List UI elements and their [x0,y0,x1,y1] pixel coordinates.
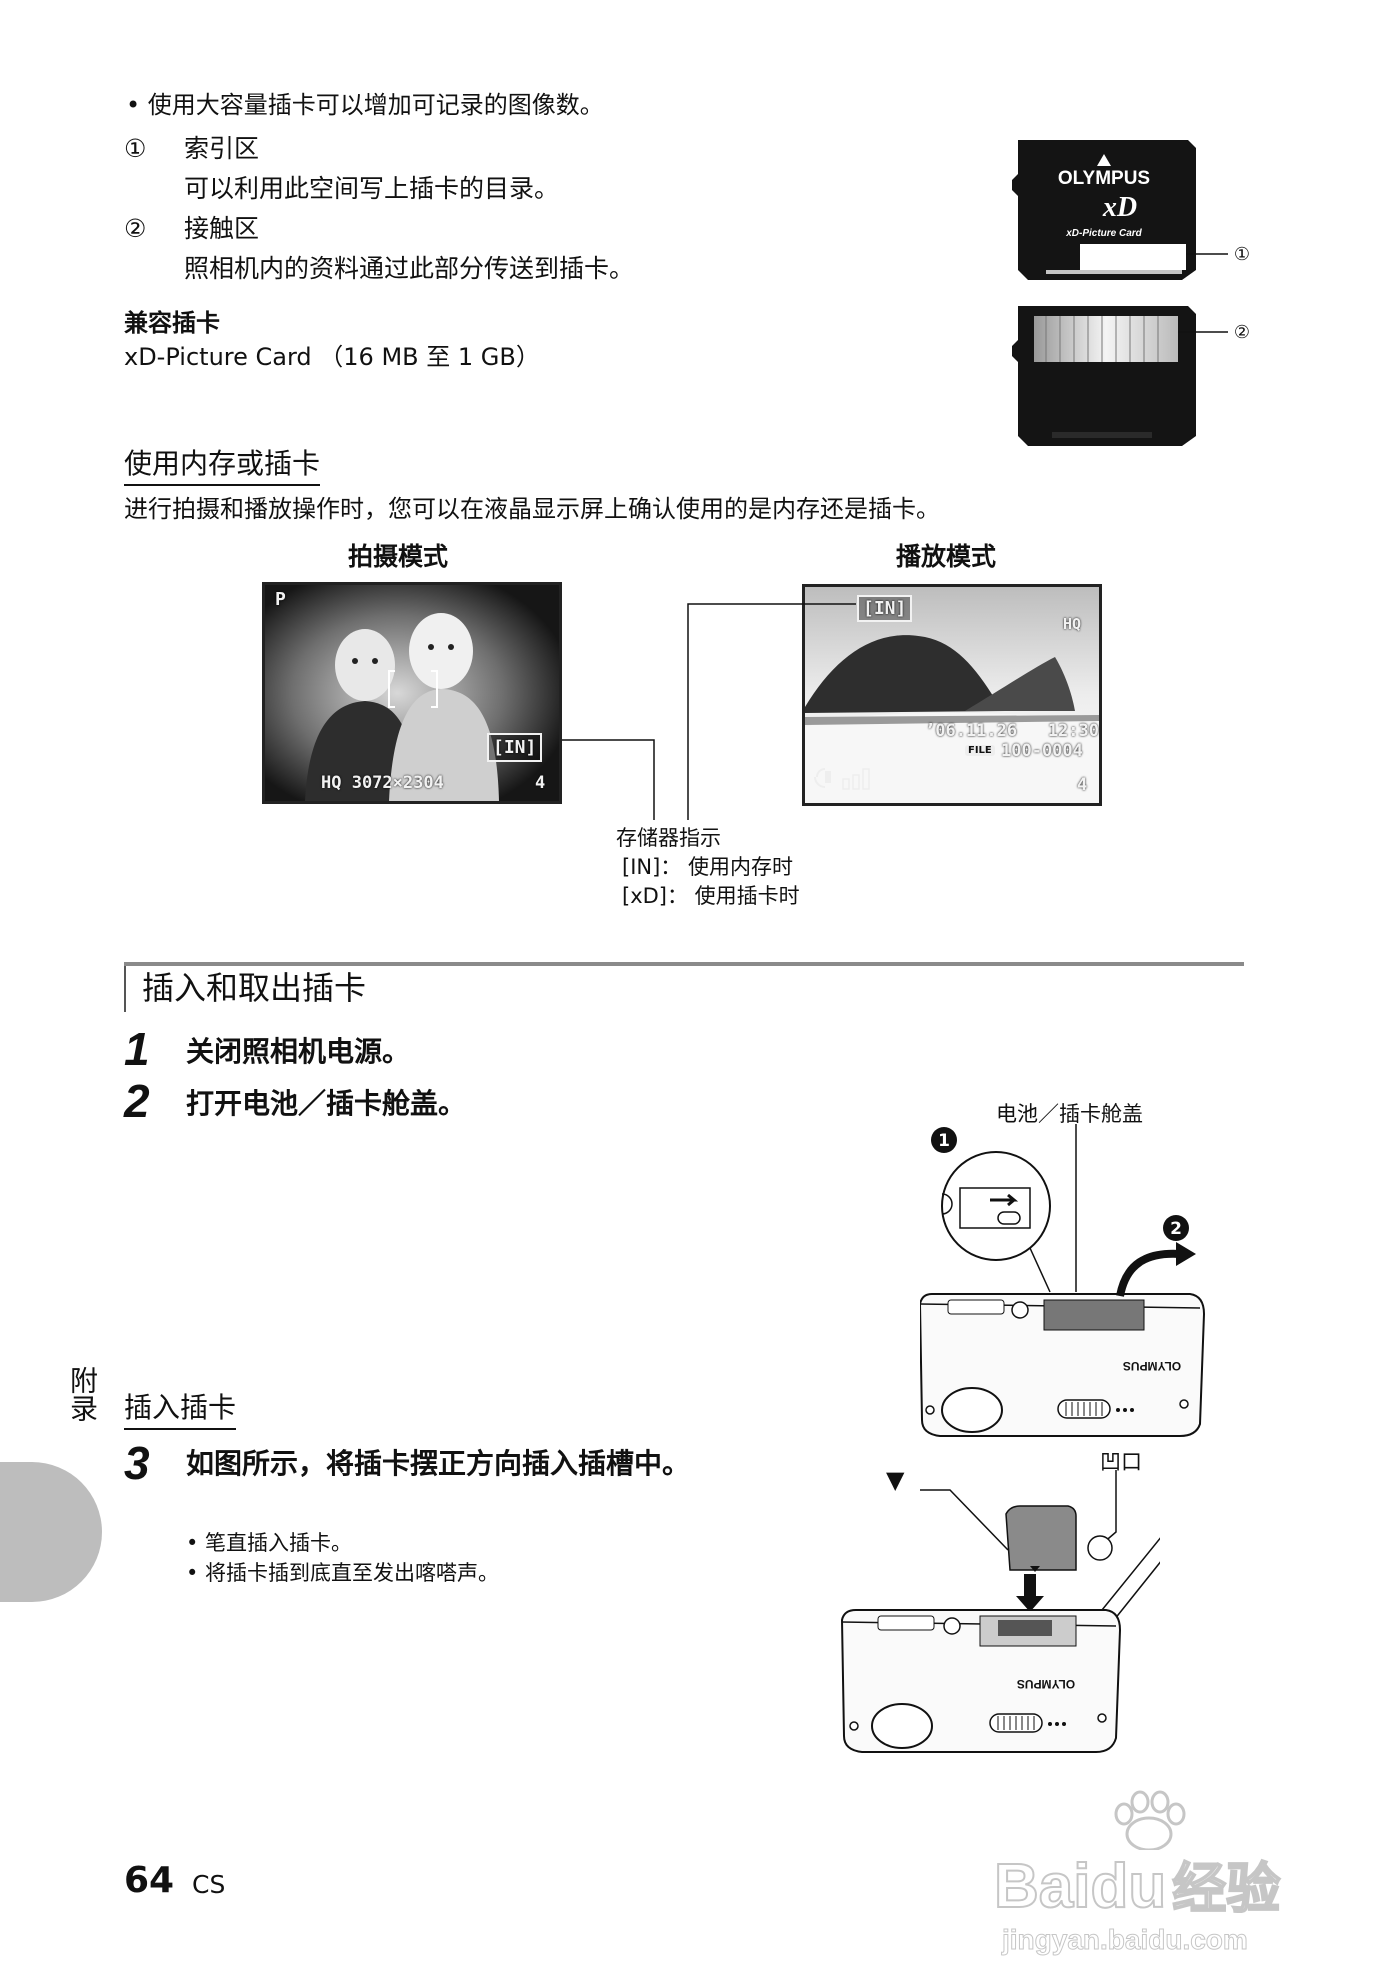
item-marker-2: ② [124,214,147,243]
item-title-contact-area: 接触区 [184,214,260,243]
insert-card-figure: OLYMPUS [840,1470,1171,1760]
page-language: CS [192,1870,226,1899]
card-callout-2: ② [1234,322,1250,343]
marker-1: 1 [938,1131,950,1151]
xd-card-figure: OLYMPUS xD xD-Picture Card ① ② [1010,136,1280,456]
watermark-url: jingyan.baidu.com [1002,1924,1249,1956]
playback-mode-label: 播放模式 [896,542,997,571]
paw-icon [1114,1790,1186,1850]
playback-memory-indicator: [IN] [857,595,913,622]
indicator-title: 存储器指示 [616,826,721,850]
shooting-mode-label: 拍摄模式 [348,542,449,571]
memory-section-body: 进行拍摄和播放操作时，您可以在液晶显示屏上确认使用的是内存还是插卡。 [124,495,940,523]
compat-text: xD-Picture Card （16 MB 至 1 GB） [124,343,540,371]
marker-2: 2 [1170,1219,1182,1239]
indicator-xd: [xD]： 使用插卡时 [622,884,800,908]
indicator-in: [IN]： 使用内存时 [622,855,793,879]
item-title-index-area: 索引区 [184,134,260,163]
shooting-info: HQ 3072×2304 [321,773,444,793]
card-brand: OLYMPUS [1058,168,1150,189]
step-3-number: 3 [124,1437,150,1489]
shooting-count: 4 [535,773,546,793]
cover-label: 电池／插卡舱盖 [996,1102,1143,1126]
memory-indicator-caption: 存储器指示 [IN]： 使用内存时 [xD]： 使用插卡时 [616,824,800,911]
compat-heading: 兼容插卡 [124,309,220,337]
card-logo: xD [1102,192,1137,223]
contact-area [1034,316,1178,362]
playback-screen: [IN] HQ ’06.11.26 12:30 FILE 100-0004 4 [802,584,1102,806]
page-number: 64 [124,1860,175,1901]
item-marker-1: ① [124,134,147,163]
notch-label: 凹口 [1100,1450,1142,1474]
playback-count: 4 [1077,775,1088,795]
step-3-text: 如图所示，将插卡摆正方向插入插槽中。 [186,1447,691,1480]
shooting-mode-indicator: P [275,589,286,610]
card-subtitle: xD-Picture Card [1065,228,1142,239]
playback-file-number: 100-0004 [1001,741,1083,761]
insert-section-heading: 插入和取出插卡 [142,969,367,1007]
step-3-note-straight: • 笔直插入插卡。 [186,1531,353,1555]
section-divider [124,962,1244,966]
index-area [1080,244,1186,270]
shooting-memory-indicator: [IN] [487,733,543,762]
step-2-text: 打开电池／插卡舱盖。 [186,1087,467,1120]
intro-bullet: • 使用大容量插卡可以增加可记录的图像数。 [126,91,604,119]
step-3-notes: • 笔直插入插卡。 • 将插卡插到底直至发出喀嗒声。 [186,1528,499,1588]
sidebar-label: 附录 [66,1366,99,1422]
step-1-number: 1 [124,1023,150,1075]
camera-brand-2: OLYMPUS [1017,1677,1075,1691]
watermark-du: du [1089,1851,1167,1922]
shooting-screen: P [IN] HQ 3072×2304 4 [262,582,562,804]
open-cover-figure: 1 2 OLYMPUS [918,1124,1220,1454]
item-desc-index-area: 可以利用此空间写上插卡的目录。 [184,174,560,203]
orientation-arrow-glyph: ▼ [886,1466,905,1494]
playback-quality: HQ [1063,615,1082,633]
camera-brand-1: OLYMPUS [1123,1359,1181,1373]
file-badge: FILE [965,745,995,756]
watermark-jingyan: 经验 [1171,1858,1281,1920]
step-1-text: 关闭照相机电源。 [186,1035,411,1068]
playback-datetime: ’06.11.26 12:30 [925,721,1099,741]
memory-section-heading: 使用内存或插卡 [124,446,321,486]
card-callout-1: ① [1234,244,1250,265]
item-desc-contact-area: 照相机内的资料通过此部分传送到插卡。 [184,254,635,283]
sidebar-tab [0,1462,102,1602]
watermark-bai: Bai [993,1851,1091,1922]
signal-strength-icon [813,763,875,795]
step-3-note-click: • 将插卡插到底直至发出喀嗒声。 [186,1561,500,1585]
insert-card-subheading: 插入插卡 [124,1390,237,1430]
section-heading-bar [124,966,126,1012]
step-2-number: 2 [124,1075,150,1127]
